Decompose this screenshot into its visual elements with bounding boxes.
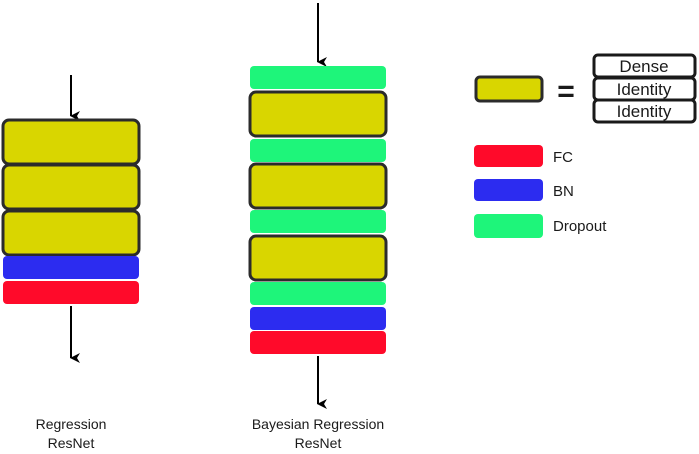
dropout-layer — [250, 66, 386, 89]
dropout-layer — [250, 139, 386, 162]
fc-layer — [3, 281, 139, 304]
equals-sign: = — [557, 75, 575, 108]
dropout-layer — [250, 282, 386, 305]
residual-block — [248, 234, 388, 282]
regression-resnet-stack: Regression ResNet — [1, 75, 141, 451]
residual-block-swatch — [474, 75, 544, 103]
residual-block — [1, 118, 141, 166]
column-title-line: ResNet — [295, 435, 342, 451]
identity-sublayer-label: Identity — [617, 80, 672, 99]
bn-legend: BN — [474, 179, 574, 201]
residual-block — [248, 90, 388, 138]
column-title-line: ResNet — [48, 435, 95, 451]
dropout-layer — [250, 210, 386, 233]
column-title-line: Regression — [36, 416, 107, 432]
identity-sublayer-label: Identity — [617, 102, 672, 121]
residual-block — [1, 163, 141, 211]
fc-swatch — [474, 145, 543, 167]
fc-layer — [250, 331, 386, 354]
dropout-legend: Dropout — [474, 214, 607, 238]
dropout-swatch — [474, 214, 543, 238]
bn-layer — [3, 256, 139, 279]
bn-layer — [250, 307, 386, 330]
residual-block-legend: = Dense Identity Identity — [474, 53, 697, 124]
dropout-legend-label: Dropout — [553, 218, 607, 235]
identity-sublayer-box — [592, 98, 697, 124]
dense-sublayer-label: Dense — [619, 57, 668, 76]
column-title-line: Bayesian Regression — [252, 416, 384, 432]
residual-block — [248, 162, 388, 210]
residual-block — [1, 209, 141, 257]
bn-legend-label: BN — [553, 183, 574, 200]
bayesian-regression-resnet-stack: Bayesian Regression ResNet — [248, 3, 388, 451]
fc-legend-label: FC — [553, 149, 573, 166]
fc-legend: FC — [474, 145, 573, 167]
bn-swatch — [474, 179, 543, 201]
legend: = Dense Identity Identity FC BN Dropout — [474, 53, 697, 238]
